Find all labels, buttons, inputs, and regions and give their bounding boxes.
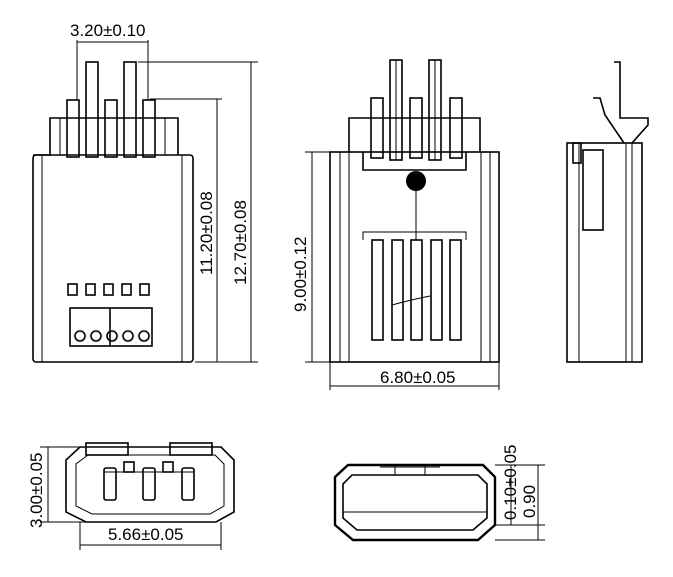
dim-plate-thickness: 0.90 — [520, 485, 539, 518]
contact-windows-lower — [69, 307, 153, 347]
shell-view: 0.10±0.05 0.90 — [333, 444, 545, 542]
side-view — [566, 61, 649, 363]
back-view: 9.00±0.12 6.80±0.05 — [291, 59, 500, 390]
end-view: 3.00±0.05 5.66±0.05 — [27, 442, 235, 550]
dim-body-width: 6.80±0.05 — [380, 368, 456, 387]
front-view: 3.20±0.10 11.20±0.08 12.70±0.08 — [32, 21, 258, 363]
dim-overall-height: 12.70±0.08 — [231, 200, 250, 285]
contact-strips — [371, 239, 462, 341]
dim-pin-pitch: 3.20±0.10 — [70, 21, 146, 40]
dim-front-height: 3.00±0.05 — [27, 452, 46, 528]
contact-windows-upper — [67, 283, 150, 296]
dim-side-height: 9.00±0.12 — [291, 236, 310, 312]
dim-plate-tolerance: 0.10±0.05 — [501, 444, 520, 520]
dim-body-height: 11.20±0.08 — [197, 191, 216, 275]
dim-front-width: 5.66±0.05 — [108, 525, 184, 544]
